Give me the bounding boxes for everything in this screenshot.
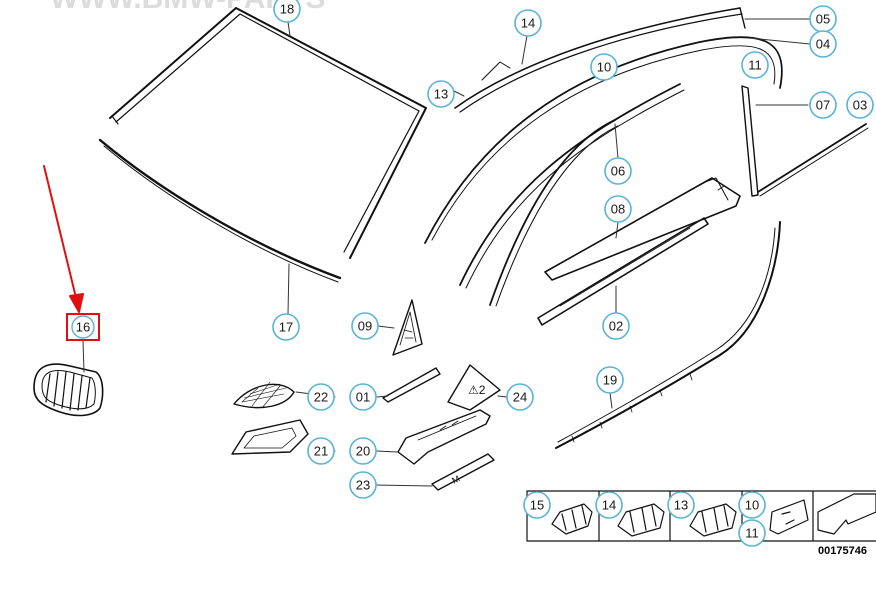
door-seal-part	[555, 221, 781, 449]
weatherstrip-part	[489, 119, 619, 307]
callout-label: 02	[609, 319, 623, 334]
callout-label: 21	[314, 444, 328, 459]
callout-label: 19	[603, 373, 617, 388]
reference-number: 00175746	[818, 545, 867, 557]
callout-label: 15	[530, 498, 544, 513]
window-shaft-outer-part	[544, 177, 741, 281]
callout-label: 18	[280, 2, 294, 17]
callout-label: 04	[816, 37, 830, 52]
callout-17[interactable]: 17	[272, 313, 300, 341]
clip-10-part	[769, 499, 809, 535]
callout-label: 11	[745, 526, 759, 541]
callout-19[interactable]: 19	[596, 366, 624, 394]
callout-23[interactable]: 23	[349, 471, 377, 499]
callout-box-15[interactable]: 15	[523, 491, 551, 519]
callout-06[interactable]: 06	[604, 157, 632, 185]
kidney-grille-part	[33, 363, 104, 417]
callout-04[interactable]: 04	[809, 30, 837, 58]
window-shaft-inner-part	[537, 217, 709, 326]
callout-label: 11	[748, 58, 762, 73]
callouts: 18 14 05 04 10 11 13 07 03 06 08 17 09 0…	[66, 0, 874, 547]
callout-label: 08	[611, 202, 625, 217]
m-emblem-part: M	[431, 453, 495, 491]
callout-box-10[interactable]: 10	[738, 491, 766, 519]
clip-14-part	[617, 503, 665, 537]
callout-18[interactable]: 18	[273, 0, 301, 23]
callout-01[interactable]: 01	[349, 383, 377, 411]
clip-13-part	[689, 503, 737, 537]
callout-11[interactable]: 11	[741, 51, 769, 79]
side-repeater-part	[397, 409, 491, 465]
callout-label: 05	[816, 12, 830, 27]
svg-text:⚠2: ⚠2	[468, 383, 486, 397]
callout-box-14[interactable]: 14	[595, 491, 623, 519]
callout-label: 14	[521, 16, 535, 31]
air-grille-frame-part	[231, 419, 309, 455]
callout-label: 22	[314, 390, 328, 405]
callout-20[interactable]: 20	[349, 437, 377, 465]
callout-08[interactable]: 08	[604, 195, 632, 223]
clip-15-part	[551, 503, 593, 535]
callout-label: 07	[816, 98, 830, 113]
direction-arrow	[817, 493, 876, 535]
callout-02[interactable]: 02	[602, 312, 630, 340]
callout-label: 10	[745, 498, 759, 513]
callout-label: 17	[279, 320, 293, 335]
svg-text:M: M	[450, 473, 461, 485]
callout-label: 09	[358, 319, 372, 334]
callout-07[interactable]: 07	[809, 91, 837, 119]
warning-triangle-part: ⚠2	[447, 364, 501, 411]
callout-13[interactable]: 13	[427, 80, 455, 108]
callout-label: 24	[513, 390, 527, 405]
clip-table	[526, 490, 876, 542]
callout-label: 14	[602, 498, 616, 513]
callout-21[interactable]: 21	[307, 437, 335, 465]
callout-label: 06	[611, 164, 625, 179]
callout-label: 13	[434, 87, 448, 102]
pillar-trim-part	[741, 85, 759, 197]
mirror-triangle-part	[392, 299, 423, 356]
callout-label: 20	[356, 444, 370, 459]
door-frame-seal-part	[424, 36, 783, 244]
callout-10[interactable]: 10	[590, 53, 618, 81]
callout-09[interactable]: 09	[351, 312, 379, 340]
windshield-part	[98, 7, 427, 283]
callout-label: 23	[356, 478, 370, 493]
callout-label: 10	[597, 60, 611, 75]
callout-label: 01	[356, 390, 370, 405]
callout-label: 13	[674, 498, 688, 513]
callout-14[interactable]: 14	[514, 9, 542, 37]
callout-24[interactable]: 24	[506, 383, 534, 411]
callout-16-highlighted[interactable]: 16	[66, 313, 100, 341]
callout-label: 03	[853, 98, 867, 113]
air-grille-mesh-part	[233, 381, 295, 409]
seal-strip-part	[757, 123, 869, 197]
watermark: WWW.BMW-PARTS	[50, 0, 325, 15]
callout-22[interactable]: 22	[307, 383, 335, 411]
callout-label: 16	[76, 320, 90, 335]
callout-05[interactable]: 05	[809, 5, 837, 33]
roof-strip-part	[454, 7, 746, 113]
trim-strip-part	[382, 367, 441, 403]
highlight-arrow	[43, 165, 84, 313]
callout-box-13[interactable]: 13	[667, 491, 695, 519]
callout-box-11[interactable]: 11	[738, 519, 766, 547]
window-channel-part	[459, 83, 685, 289]
callout-03[interactable]: 03	[846, 91, 874, 119]
